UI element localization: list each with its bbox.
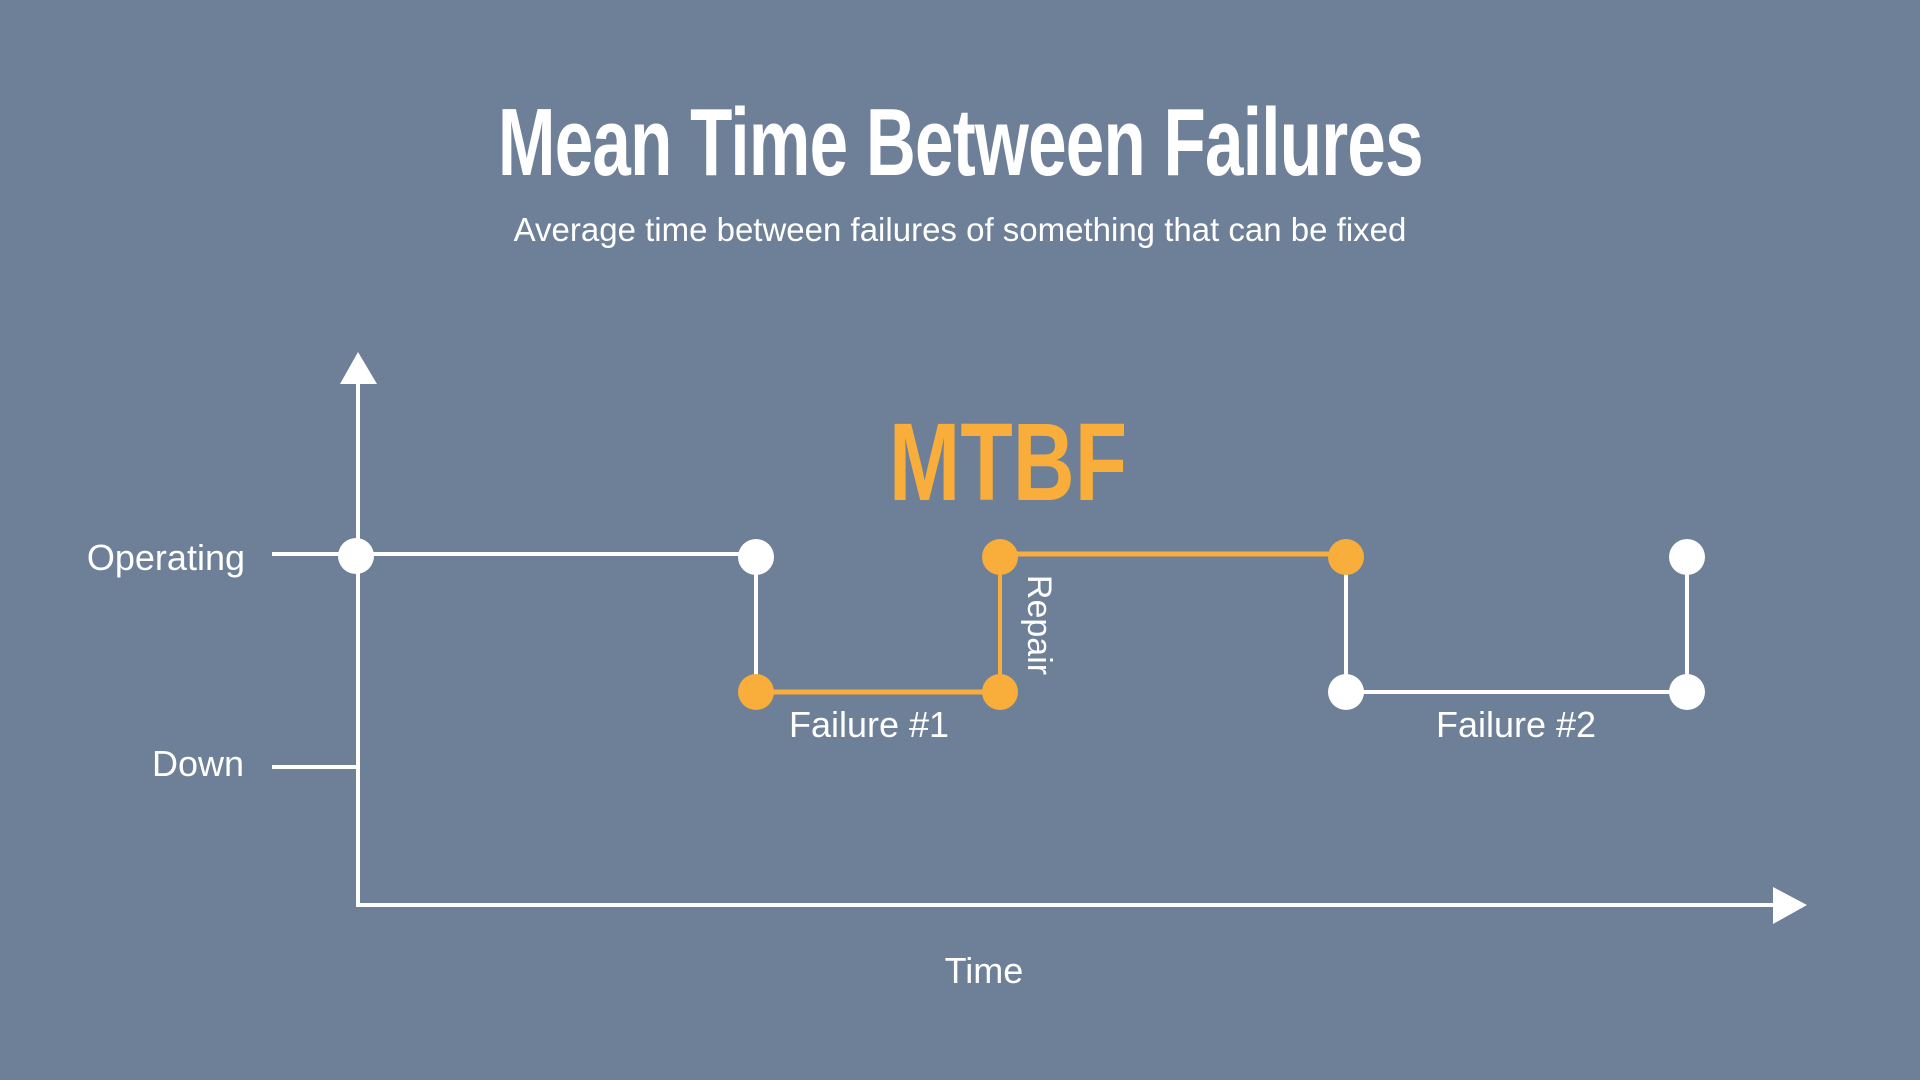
operating-label: Operating [87,537,245,578]
x-axis-arrow-icon [1773,887,1807,924]
node-failure2-down [1328,674,1364,710]
node-repair-start [982,674,1018,710]
failure-1-label: Failure #1 [789,704,949,745]
y-axis-arrow-icon [340,352,377,384]
repair-label: Repair [1020,575,1058,675]
node-failure2-start [1328,539,1364,575]
node-failure2-end-up [1669,539,1705,575]
node-start [338,538,374,574]
node-repair-end [982,539,1018,575]
down-label: Down [152,743,244,784]
failure-2-label: Failure #2 [1436,704,1596,745]
mtbf-path [756,551,1346,695]
uptime-segment-1 [358,552,758,692]
page-subtitle: Average time between failures of somethi… [513,211,1407,248]
node-failure1-start [738,539,774,575]
node-failure1-down [738,674,774,710]
node-failure2-end-down [1669,674,1705,710]
axes [272,352,1807,924]
mtbf-label: MTBF [889,401,1127,524]
failure-2-segment [1344,557,1689,694]
title-text: Mean Time Between Failures [497,89,1424,196]
page-title: Mean Time Between Failures [0,88,1920,198]
time-axis-label: Time [945,950,1024,991]
